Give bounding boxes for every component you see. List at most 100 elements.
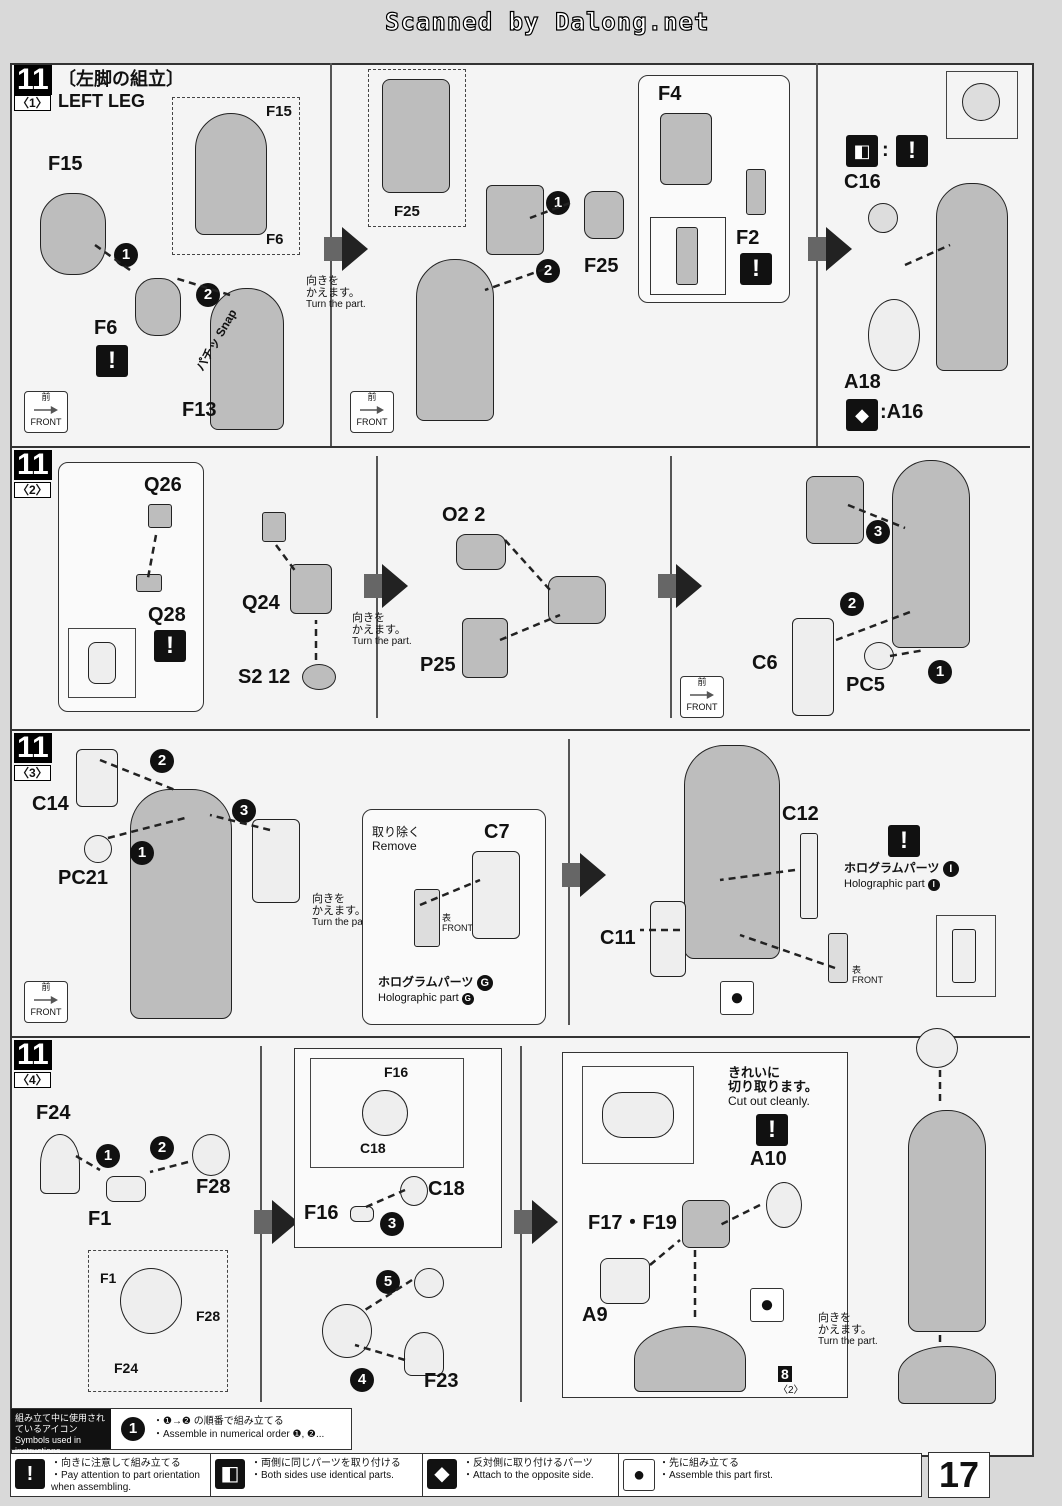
- part-a10: [766, 1182, 802, 1228]
- part-q24-top: [262, 512, 286, 542]
- part-knee-joint: [548, 576, 606, 624]
- part-calf-armor: [252, 819, 300, 903]
- part-f13: [210, 288, 284, 430]
- next-arrow-icon: [562, 853, 606, 897]
- part-hip-joint-detail: [120, 1268, 182, 1334]
- part-a9: [600, 1258, 650, 1304]
- part-c14: [76, 749, 118, 807]
- detail-box: [172, 97, 300, 255]
- part-f24: [40, 1134, 80, 1194]
- step-1: 1: [546, 191, 570, 215]
- part-f1: [106, 1176, 146, 1202]
- label-p25: P25: [420, 654, 456, 676]
- label-f2: F2: [736, 227, 760, 249]
- legend-numeric: 組み立て中に使用されているアイコン Symbols used in instru…: [10, 1408, 352, 1456]
- opposite-side-icon: ◆: [846, 399, 878, 431]
- detail-box: [368, 69, 466, 227]
- part-f15-detail: [195, 113, 267, 235]
- detail-box: [68, 628, 136, 698]
- legend-item-both-sides: ◧ ・両側に同じパーツを取り付ける ・Both sides use identi…: [211, 1454, 423, 1496]
- label-q28: Q28: [148, 604, 186, 626]
- warning-icon: !: [15, 1459, 45, 1489]
- step-3: 3: [232, 799, 256, 823]
- step-2: 2: [536, 259, 560, 283]
- next-arrow-icon: [364, 564, 408, 608]
- label-f1: F1: [88, 1208, 112, 1230]
- label-c11: C11: [600, 927, 636, 949]
- part-c16-detail: [962, 83, 1000, 121]
- part-q26: [148, 504, 172, 528]
- part-holo-i-detail: [952, 929, 976, 983]
- label-f13: F13: [182, 399, 217, 421]
- part-c18: [400, 1176, 428, 1206]
- legend-item-opposite-side: ◆ ・反対側に取り付けるパーツ ・Attach to the opposite …: [423, 1454, 619, 1496]
- label-a18: A18: [844, 371, 881, 393]
- label-o2-2: O2 2: [442, 504, 486, 526]
- step-2: 2: [840, 592, 864, 616]
- substep-label: 〈3〉: [14, 765, 51, 781]
- legend-header: 組み立て中に使用されているアイコン Symbols used in instru…: [11, 1409, 111, 1456]
- step-number: 11: [14, 450, 52, 480]
- warning-icon: !: [154, 630, 186, 662]
- legend-item-warning: ! ・向きに注意して組み立てる ・Pay attention to part o…: [11, 1454, 211, 1496]
- part-f2-detail: [676, 227, 698, 285]
- step-title-jp: 〔左脚の組立〕: [58, 69, 184, 89]
- label-a16: :A16: [880, 401, 924, 423]
- label-f16: F16: [304, 1202, 339, 1224]
- label-f16-detail: F16: [384, 1064, 409, 1080]
- part-ankle-joint: [682, 1200, 730, 1248]
- label-c18: C18: [428, 1178, 465, 1200]
- label-c6: C6: [752, 652, 778, 674]
- legend-item-assemble-first: ● ・先に組み立てる ・Assemble this part first.: [619, 1454, 921, 1496]
- next-arrow-icon: [514, 1200, 558, 1244]
- step-1: 1: [96, 1144, 120, 1168]
- label-f28: F28: [196, 1176, 231, 1198]
- legend-step-icon: 1: [121, 1417, 145, 1441]
- warning-icon: !: [896, 135, 928, 167]
- detail-box: [582, 1066, 694, 1164]
- part-o2-2: [456, 534, 506, 570]
- part-lower-leg-4: [684, 745, 780, 959]
- part-full-leg: [908, 1110, 986, 1332]
- label-c18-detail: C18: [360, 1140, 386, 1156]
- part-lower-leg-3: [130, 789, 232, 1019]
- label-pc5: PC5: [846, 674, 885, 696]
- part-knee-joint-4: [414, 1268, 444, 1298]
- step-3: 3: [866, 520, 890, 544]
- label-c14: C14: [32, 793, 69, 815]
- part-ball-joint: [916, 1028, 958, 1068]
- part-joint-detail: [362, 1090, 408, 1136]
- step-title-en: LEFT LEG: [58, 91, 145, 111]
- holo-g-label: ホログラムパーツ G Holographic part G: [378, 975, 493, 1005]
- assemble-first-icon: ●: [750, 1288, 784, 1322]
- section-11-4: 11 〈4〉 F24 F28 F1 1 2 F1 F28 F24 F16 C18…: [10, 1028, 1030, 1408]
- part-holo-i: [828, 933, 848, 983]
- label-f17-f19: F17・F19: [588, 1212, 677, 1234]
- next-arrow-icon: [254, 1200, 298, 1244]
- part-hip-assembly: [486, 185, 544, 255]
- label-f25: F25: [584, 255, 619, 277]
- label-f6-detail: F6: [266, 231, 284, 248]
- warning-icon: !: [96, 345, 128, 377]
- part-c12: [800, 833, 818, 919]
- label-pc21: PC21: [58, 867, 109, 889]
- step-5: 5: [376, 1270, 400, 1294]
- label-f6: F6: [94, 317, 118, 339]
- page-number: 17: [928, 1452, 990, 1498]
- turn-note: 向きを かえます。 Turn the part.: [352, 612, 412, 647]
- part-s2-12: [302, 664, 336, 690]
- turn-note: 向きを かえます。 Turn the part.: [818, 1312, 878, 1347]
- ref-sub: 〈2〉: [778, 1385, 804, 1396]
- part-leg-with-hip: [936, 183, 1008, 371]
- part-knee-armor: [806, 476, 864, 544]
- legend-symbols: ! ・向きに注意して組み立てる ・Pay attention to part o…: [10, 1453, 922, 1497]
- step-3: 3: [380, 1212, 404, 1236]
- ref-step-8: 8: [778, 1366, 792, 1382]
- turn-note: 向きを かえます。 Turn the part.: [312, 893, 372, 928]
- both-sides-icon: ◧: [215, 1459, 245, 1489]
- step-2: 2: [196, 283, 220, 307]
- scanner-watermark: Scanned by Dalong.net: [384, 7, 710, 36]
